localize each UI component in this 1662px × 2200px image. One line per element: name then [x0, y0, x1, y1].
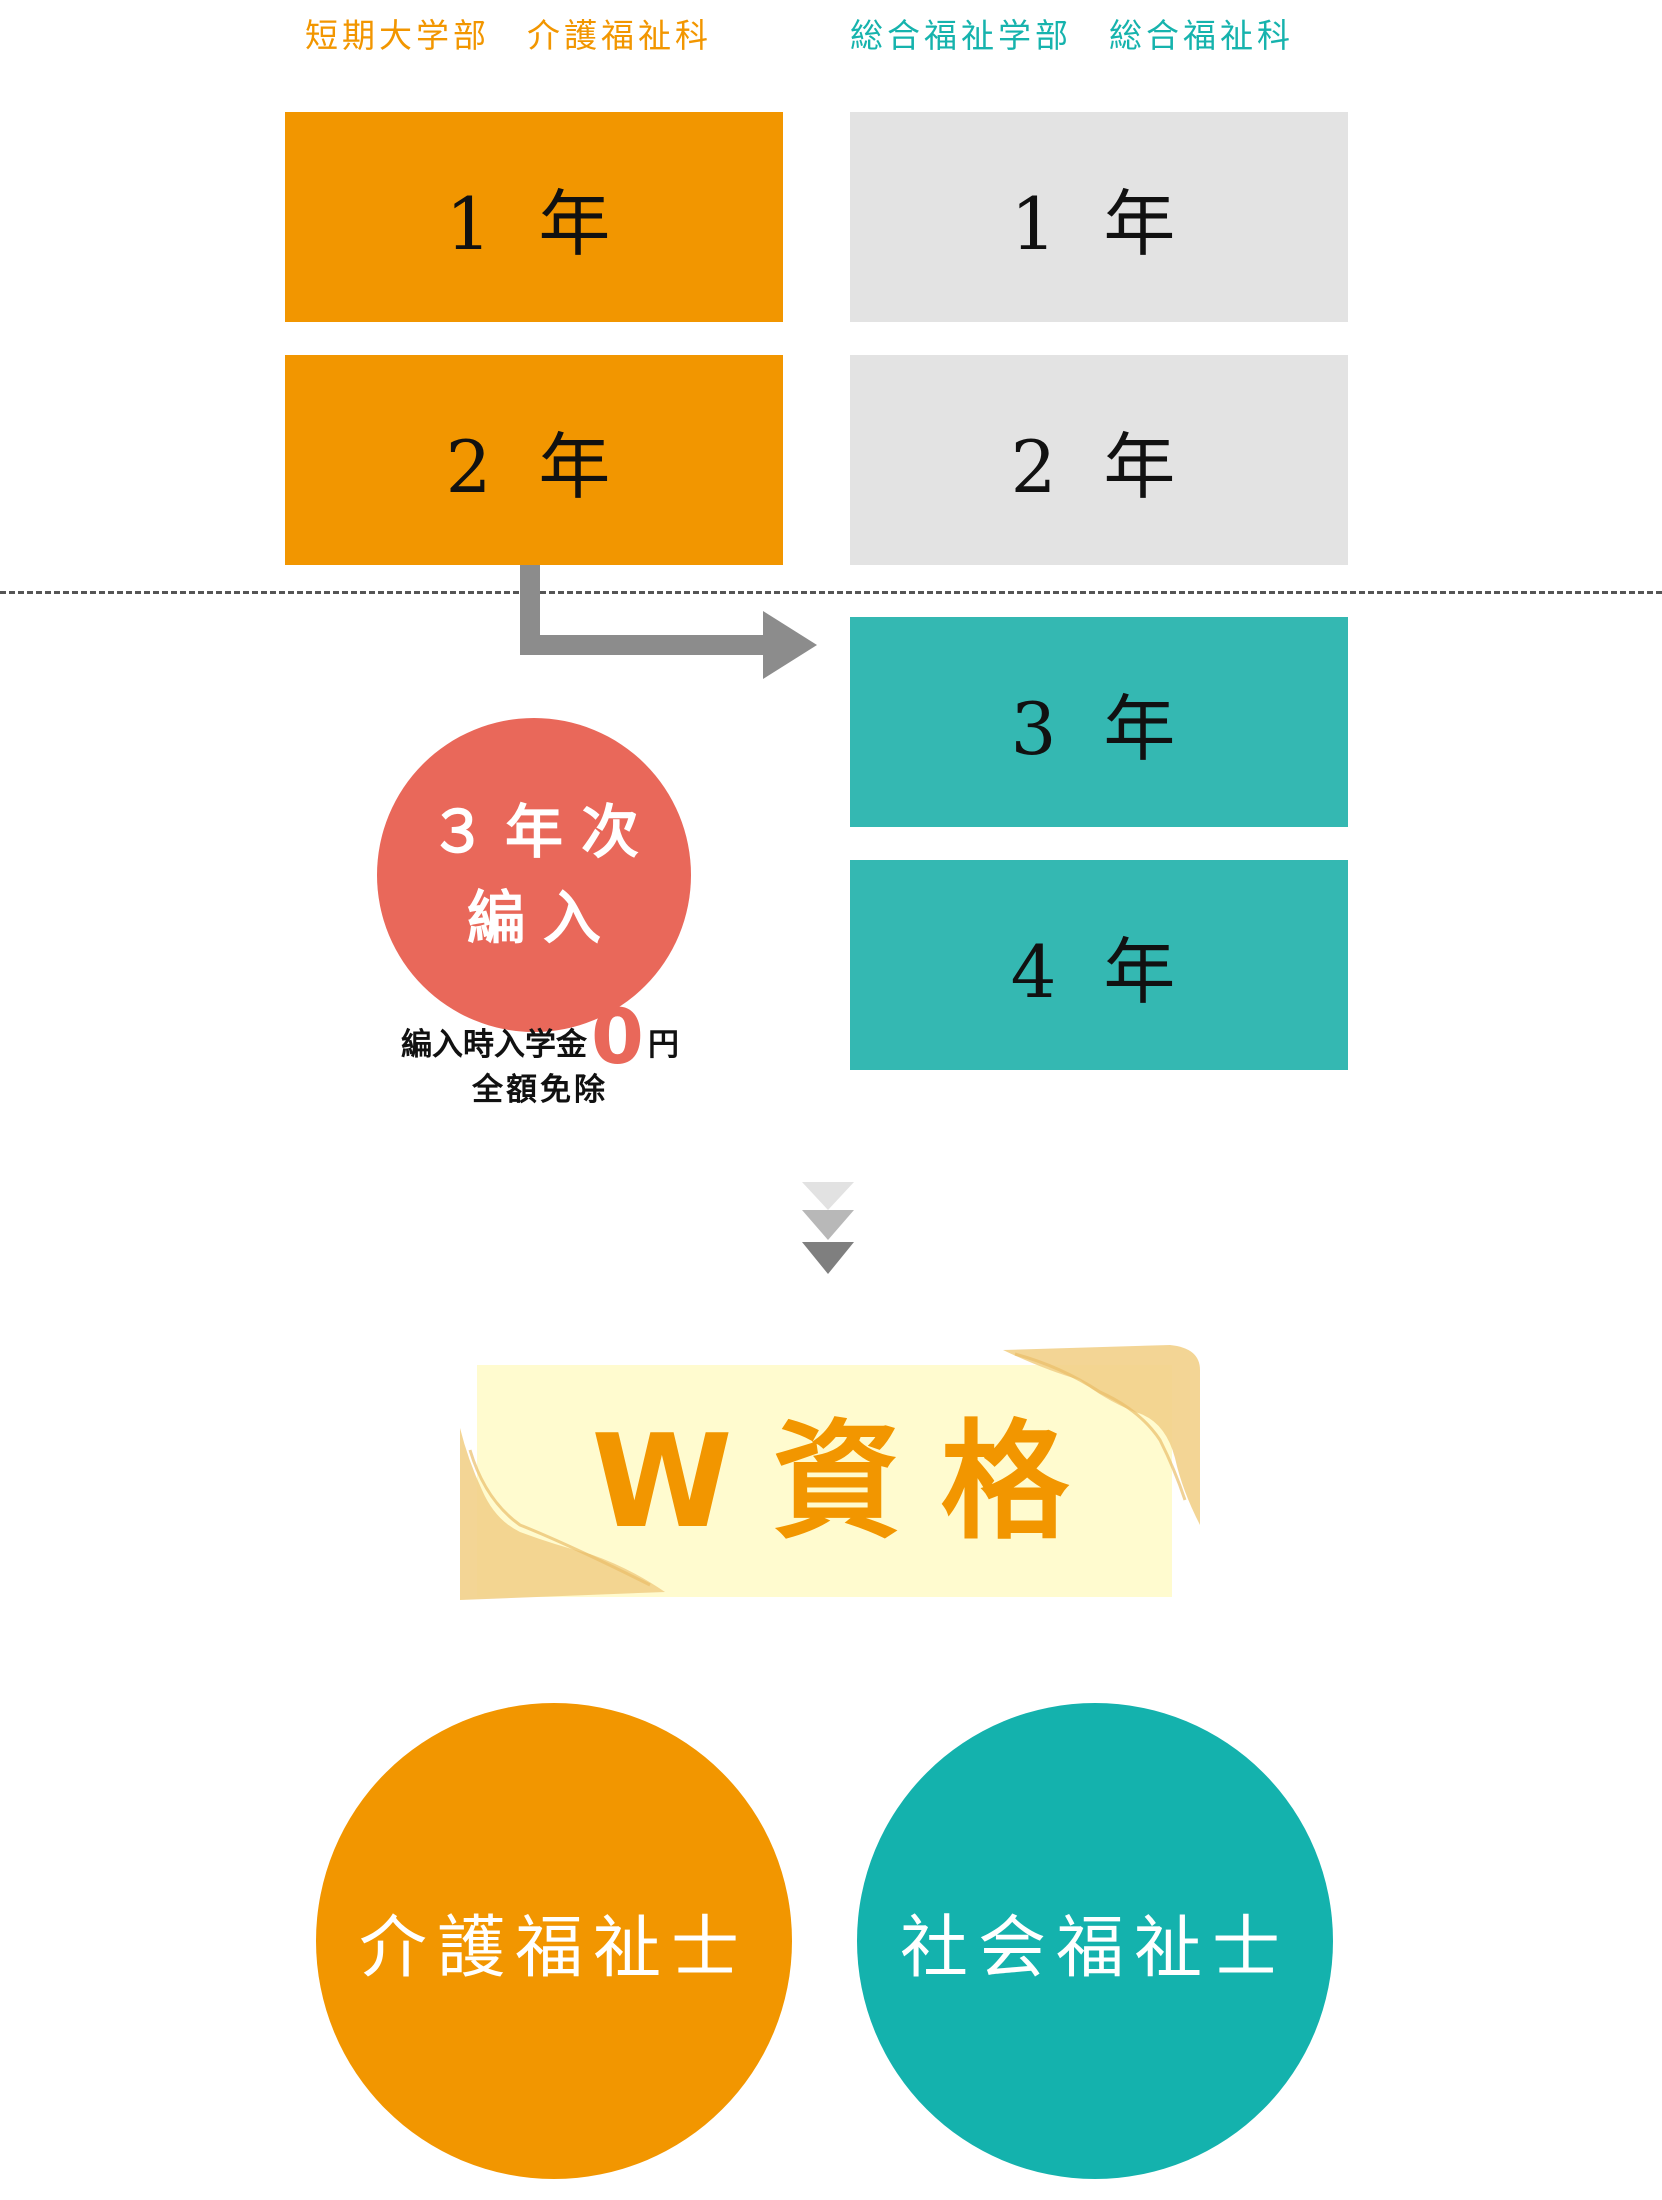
third-year-transfer-badge: ３年次 編入: [377, 718, 691, 1032]
right-year-3-box: 3 年: [850, 617, 1348, 827]
double-qualification-label: W資格: [460, 1340, 1200, 1600]
care-worker-certification-circle: 介護福祉士: [316, 1703, 792, 2179]
right-angle-arrow-icon: [520, 565, 817, 679]
fee-unit: 円: [647, 1027, 679, 1063]
transfer-divider-line: [0, 591, 1662, 594]
triple-down-chevron-icon: [802, 1182, 854, 1274]
column-heading-junior-college-care-welfare: 短期大学部 介護福祉科: [305, 16, 712, 55]
fee-prefix: 編入時入学金: [401, 1027, 588, 1063]
w-qualification-title: W資格: [591, 1407, 1109, 1557]
right-year-4-box: 4 年: [850, 860, 1348, 1070]
badge-line-2: 編入: [466, 884, 619, 952]
left-year-2-box: 2 年: [285, 355, 783, 565]
social-worker-certification-circle: 社会福祉士: [857, 1703, 1333, 2179]
fee-exemption-text: 全額免除: [472, 1072, 608, 1108]
column-heading-general-welfare: 総合福祉学部 総合福祉科: [850, 16, 1294, 55]
fee-amount: 0: [591, 992, 644, 1081]
crayon-frame-decoration: [460, 1345, 1200, 1600]
right-year-1-box: 1 年: [850, 112, 1348, 322]
right-year-2-box: 2 年: [850, 355, 1348, 565]
badge-line-1: ３年次: [428, 798, 657, 866]
left-year-1-box: 1 年: [285, 112, 783, 322]
